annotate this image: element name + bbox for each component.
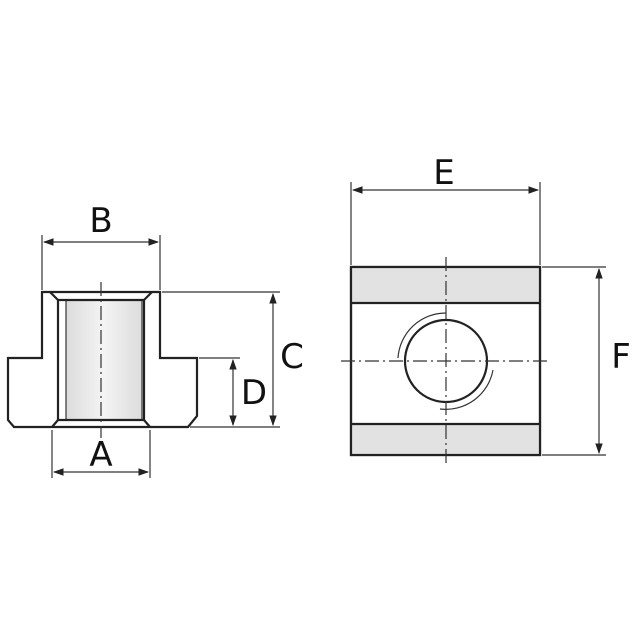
section-bore-inner (66, 300, 142, 420)
thread-arc (397, 312, 447, 359)
label-c: C (280, 337, 304, 377)
label-d: D (241, 373, 267, 413)
top-view (341, 257, 551, 466)
label-a: A (89, 435, 112, 475)
dimension-b: B (41, 201, 161, 290)
dimension-a: A (51, 430, 151, 478)
dimension-d: D (199, 357, 267, 427)
dimension-e: E (350, 153, 541, 265)
label-b: B (89, 201, 112, 241)
dimension-c: C (162, 291, 304, 428)
label-e: E (433, 153, 454, 193)
dimension-f: F (542, 266, 631, 456)
section-body-hatched (6, 290, 199, 429)
section-view (6, 282, 199, 438)
label-f: F (611, 337, 631, 377)
